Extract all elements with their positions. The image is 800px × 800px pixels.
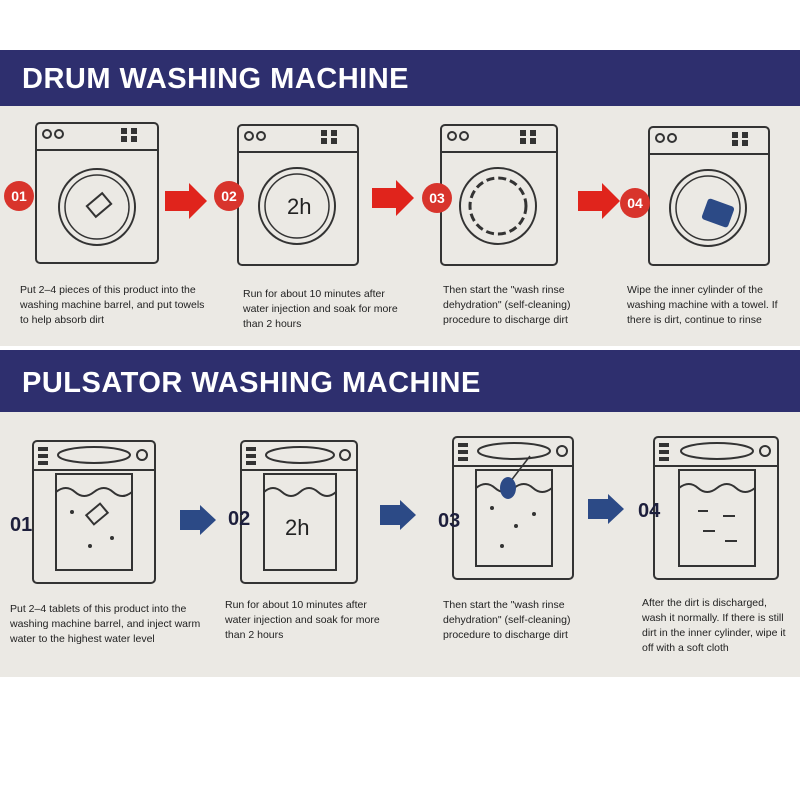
pulsator-machine-icon (452, 436, 574, 580)
drum-step-number: 04 (620, 188, 650, 218)
soak-time-label: 2h (287, 194, 311, 219)
pulsator-step-text: Run for about 10 minutes after water inj… (225, 599, 380, 641)
drum-machine-icon (35, 122, 159, 264)
drum-machine-icon (440, 124, 558, 266)
drum-steps-panel (0, 106, 800, 346)
drum-step-number: 03 (422, 183, 452, 213)
soak-time-label: 2h (285, 515, 309, 540)
blue-arrow-icon (380, 500, 416, 530)
pulsator-machine-icon (653, 436, 779, 580)
drum-machine-icon (648, 126, 770, 266)
pulsator-step-number: 01 (10, 514, 33, 536)
pulsator-step-text: Put 2–4 tablets of this product into the… (10, 603, 201, 645)
pulsator-steps-panel (0, 412, 800, 677)
pulsator-section-title: PULSATOR WASHING MACHINE (0, 350, 800, 412)
drum-step-number: 01 (4, 181, 34, 211)
pulsator-machine-icon (32, 440, 156, 584)
drum-step-text: Put 2–4 pieces of this product into the … (20, 284, 205, 326)
pulsator-step-number: 03 (438, 510, 461, 532)
drum-step-number: 02 (214, 181, 244, 211)
blue-arrow-icon (180, 505, 216, 535)
drum-step-text: Wipe the inner cylinder of the washing m… (627, 284, 778, 326)
red-arrow-icon (165, 183, 207, 219)
pulsator-machine-icon: 2h (240, 440, 358, 584)
drum-machine-icon: 2h (237, 124, 359, 266)
drum-step-text: Then start the "wash rinse dehydration" … (443, 284, 571, 326)
drum-section-title: DRUM WASHING MACHINE (0, 50, 800, 106)
pulsator-step-text: Then start the "wash rinse dehydration" … (443, 599, 571, 641)
pulsator-step-number: 02 (228, 508, 251, 530)
red-arrow-icon (372, 180, 414, 216)
red-arrow-icon (578, 183, 620, 219)
pulsator-step-number: 04 (638, 500, 661, 522)
pulsator-step-text: After the dirt is discharged, wash it no… (642, 597, 786, 654)
drum-step-text: Run for about 10 minutes after water inj… (243, 288, 398, 330)
blue-arrow-icon (588, 494, 624, 524)
